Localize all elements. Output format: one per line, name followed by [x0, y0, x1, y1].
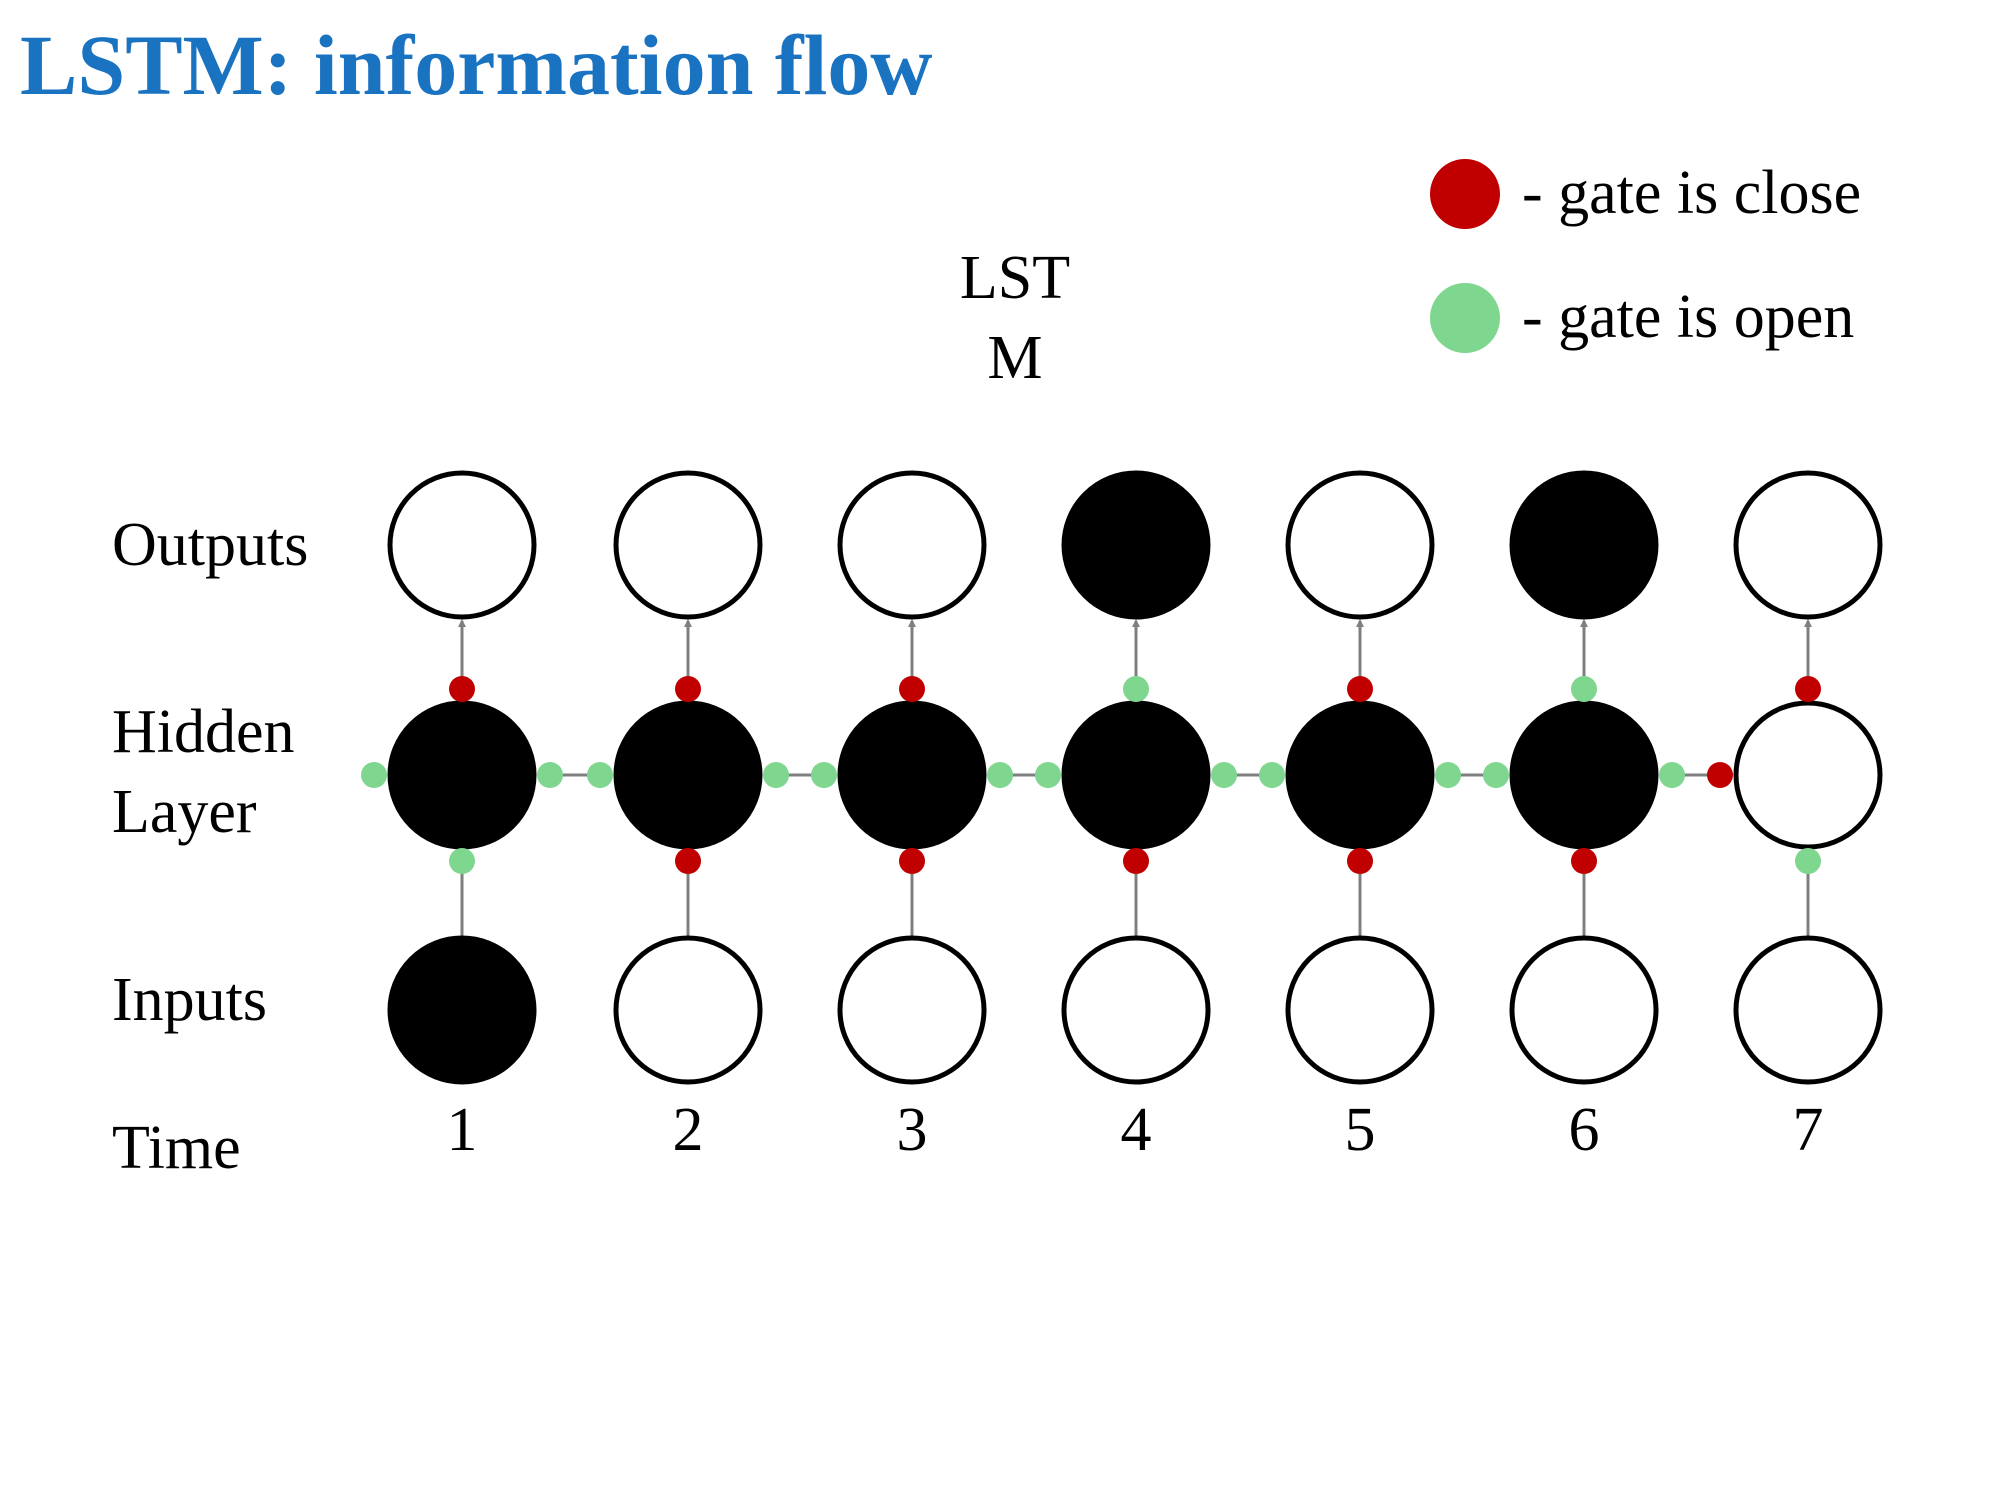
output-node-5 — [1285, 470, 1435, 620]
hidden-node-4 — [1061, 700, 1211, 850]
output-gate-5 — [1347, 676, 1373, 702]
input-gate-2 — [675, 848, 701, 874]
time-step-label-2: 2 — [673, 1096, 704, 1164]
row-label-inputs: Inputs — [112, 966, 267, 1034]
forget-gate-right-4 — [1211, 762, 1237, 788]
forget-gate-right-5 — [1435, 762, 1461, 788]
input-node-5 — [1285, 935, 1435, 1085]
subtitle-line-1: LST — [959, 244, 1071, 312]
output-node-6 — [1509, 470, 1659, 620]
hidden-node-6 — [1509, 700, 1659, 850]
input-node-4 — [1061, 935, 1211, 1085]
forget-gate-right-6 — [1659, 762, 1685, 788]
forget-gate-right-1 — [537, 762, 563, 788]
time-step-label-5: 5 — [1345, 1096, 1376, 1164]
input-gate-6 — [1571, 848, 1597, 874]
open-gate-icon — [1430, 282, 1500, 353]
forget-gate-left-6 — [1483, 762, 1509, 788]
forget-gate-left-1 — [361, 762, 387, 788]
input-gate-1 — [449, 848, 475, 874]
forget-gate-right-3 — [987, 762, 1013, 788]
input-node-1 — [387, 935, 537, 1085]
forget-gate-left-7 — [1707, 762, 1733, 788]
output-gate-4 — [1123, 676, 1149, 702]
output-node-3 — [837, 470, 987, 620]
input-gate-5 — [1347, 848, 1373, 874]
input-node-3 — [837, 935, 987, 1085]
input-node-7 — [1733, 935, 1883, 1085]
subtitle-line-2: M — [987, 324, 1043, 392]
forget-gate-right-2 — [763, 762, 789, 788]
input-gate-3 — [899, 848, 925, 874]
output-gate-2 — [675, 676, 701, 702]
input-node-6 — [1509, 935, 1659, 1085]
legend-label-closed: - gate is close — [1522, 159, 1862, 227]
time-step-label-6: 6 — [1569, 1096, 1600, 1164]
row-label-time: Time — [112, 1114, 241, 1182]
input-gate-7 — [1795, 848, 1821, 874]
forget-gate-left-2 — [587, 762, 613, 788]
diagram-subtitle: LST M — [940, 238, 1090, 398]
row-label-hidden-line-1: Hidden — [112, 698, 295, 766]
hidden-node-3 — [837, 700, 987, 850]
output-node-7 — [1733, 470, 1883, 620]
hidden-node-2 — [613, 700, 763, 850]
time-step-label-3: 3 — [897, 1096, 928, 1164]
output-gate-3 — [899, 676, 925, 702]
legend-item-closed: - gate is close — [1430, 158, 1861, 229]
time-step-label-4: 4 — [1121, 1096, 1152, 1164]
input-gate-4 — [1123, 848, 1149, 874]
page-title: LSTM: information flow — [20, 17, 933, 113]
hidden-node-5 — [1285, 700, 1435, 850]
hidden-node-1 — [387, 700, 537, 850]
forget-gate-left-4 — [1035, 762, 1061, 788]
time-step-label-7: 7 — [1793, 1096, 1824, 1164]
forget-gate-left-5 — [1259, 762, 1285, 788]
output-gate-1 — [449, 676, 475, 702]
output-node-1 — [387, 470, 537, 620]
output-node-4 — [1061, 470, 1211, 620]
output-gate-7 — [1795, 676, 1821, 702]
time-step-label-1: 1 — [447, 1096, 478, 1164]
row-label-hidden-line-2: Layer — [112, 778, 257, 846]
output-gate-6 — [1571, 676, 1597, 702]
output-node-2 — [613, 470, 763, 620]
closed-gate-icon — [1430, 158, 1500, 229]
hidden-node-7 — [1733, 700, 1883, 850]
input-node-2 — [613, 935, 763, 1085]
legend-item-open: - gate is open — [1430, 282, 1854, 353]
legend-label-open: - gate is open — [1522, 283, 1855, 351]
row-label-outputs: Outputs — [112, 511, 309, 579]
forget-gate-left-3 — [811, 762, 837, 788]
